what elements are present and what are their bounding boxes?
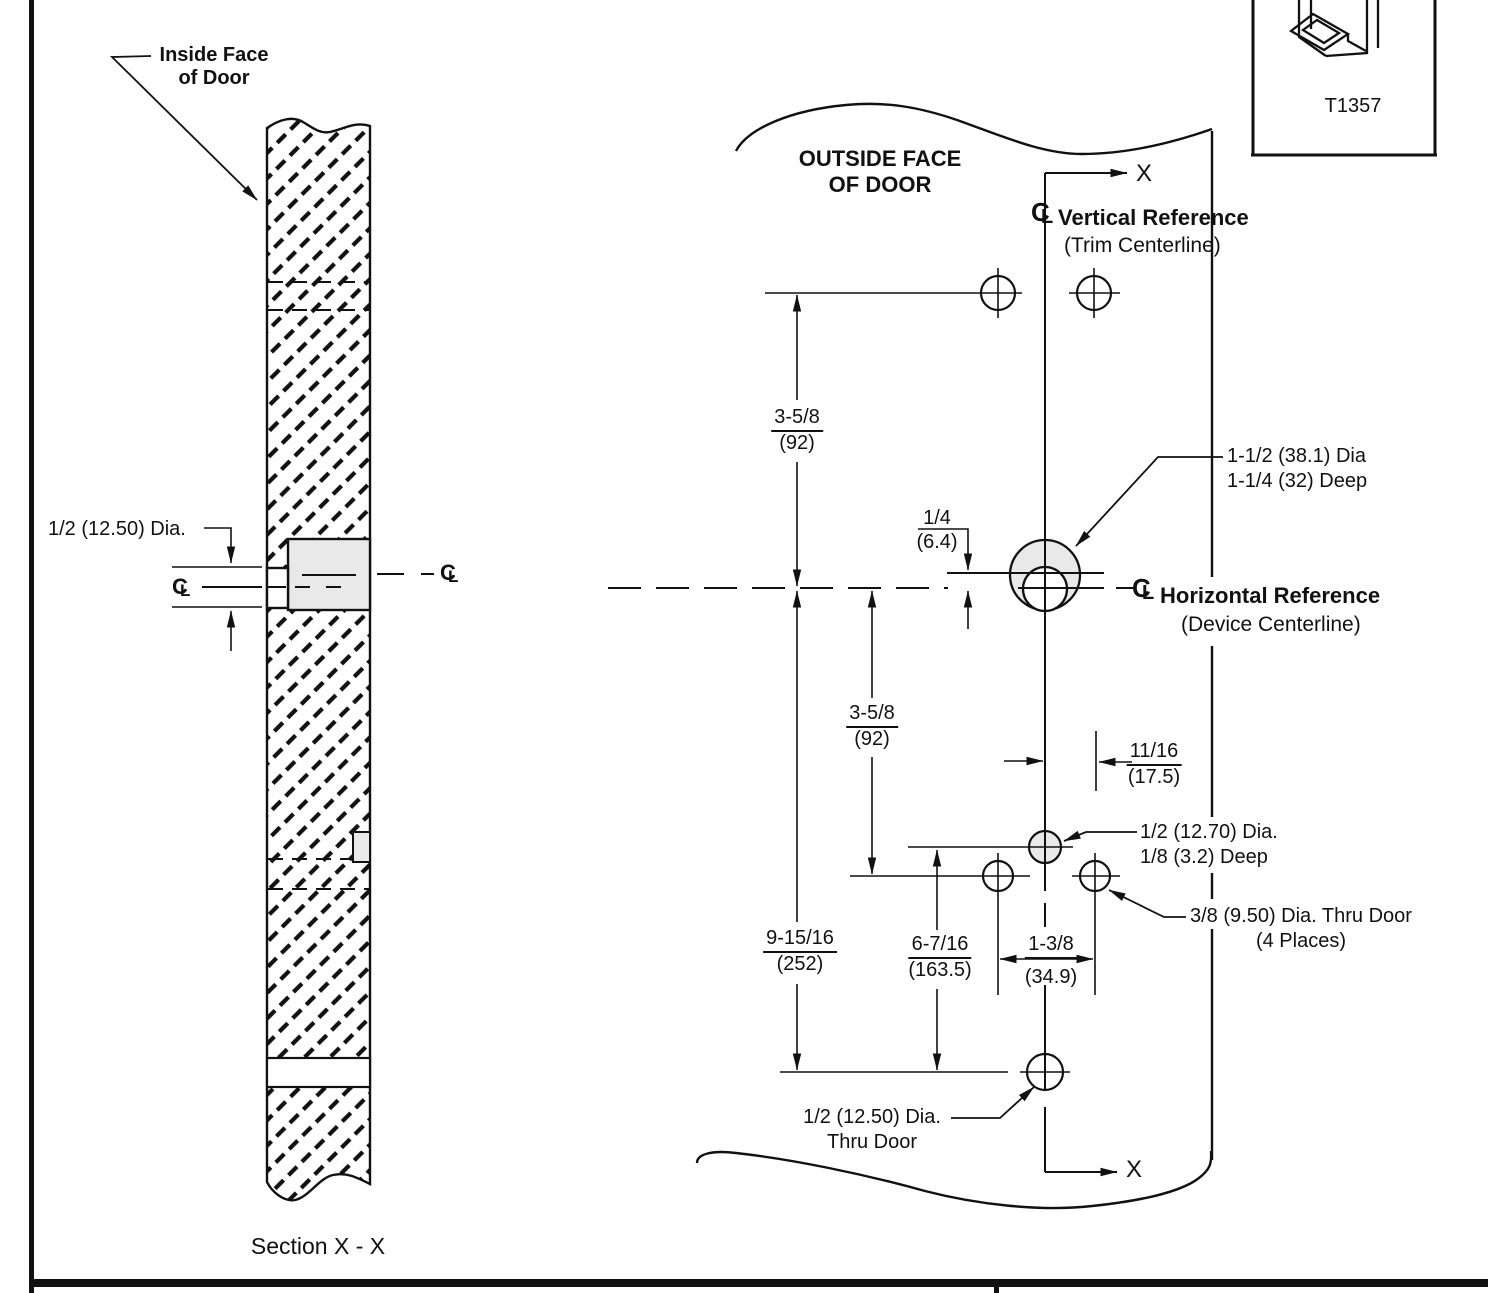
mount-holes-callout: 3/8 (9.50) Dia. Thru Door (4 Places) <box>1190 905 1412 952</box>
horizontal-reference-subtitle: (Device Centerline) <box>1181 613 1361 636</box>
section-view <box>109 55 434 1202</box>
recess-hole-callout: 1/2 (12.70) Dia. 1/8 (3.2) Deep <box>1140 821 1278 868</box>
through-hole-band <box>265 1056 372 1089</box>
dim-centerline-to-lower: 3-5/8 (92) <box>846 702 898 751</box>
elevation-view <box>608 102 1223 1210</box>
section-hole-callout: 1/2 (12.50) Dia. <box>48 518 186 540</box>
door-bottom-break <box>695 1150 1213 1210</box>
dim-lower-to-bottom: 6-7/16 (163.5) <box>908 933 972 981</box>
bottom-hole-leader <box>951 1086 1035 1119</box>
vertical-reference-subtitle: (Trim Centerline) <box>1064 234 1221 257</box>
inside-face-leader <box>109 55 258 201</box>
template-code-box <box>1251 0 1437 157</box>
inside-face-label: Inside Face of Door <box>159 44 269 89</box>
bottom-hole-callout: 1/2 (12.50) Dia. Thru Door <box>803 1106 941 1153</box>
dim-half-spacing: 11/16 (17.5) <box>1126 740 1182 788</box>
door-top-break <box>734 102 1213 156</box>
outside-face-header: OUTSIDE FACE OF DOOR <box>798 146 962 197</box>
cylinder-hole-callout: 1-1/2 (38.1) Dia 1-1/4 (32) Deep <box>1227 445 1368 492</box>
dim-top-to-centerline: 3-5/8 (92) <box>771 406 823 455</box>
door-section-outline <box>265 117 372 1202</box>
device-centerline <box>608 572 1134 589</box>
recess-pocket <box>352 831 371 863</box>
door-trim-icon <box>1288 0 1380 58</box>
recess-hole-leader <box>1063 830 1137 842</box>
dim-centerline-to-bottom: 9-15/16 (252) <box>763 927 837 976</box>
cylinder-hole-leader <box>1075 456 1223 547</box>
horizontal-reference-title: Horizontal Reference <box>1160 583 1381 608</box>
template-code: T1357 <box>1324 95 1382 117</box>
sheet-frame <box>29 0 1488 1293</box>
dim-offset: 1/4 (6.4) <box>916 507 958 553</box>
section-marker-top: X <box>1136 160 1153 187</box>
mount-holes-leader <box>1108 889 1186 918</box>
vertical-reference-title: Vertical Reference <box>1058 205 1249 230</box>
dim-hole-spacing: 1-3/8 (34.9) <box>1024 933 1078 988</box>
section-marker-bottom: X <box>1126 1156 1143 1183</box>
section-title: Section X - X <box>250 1233 386 1259</box>
